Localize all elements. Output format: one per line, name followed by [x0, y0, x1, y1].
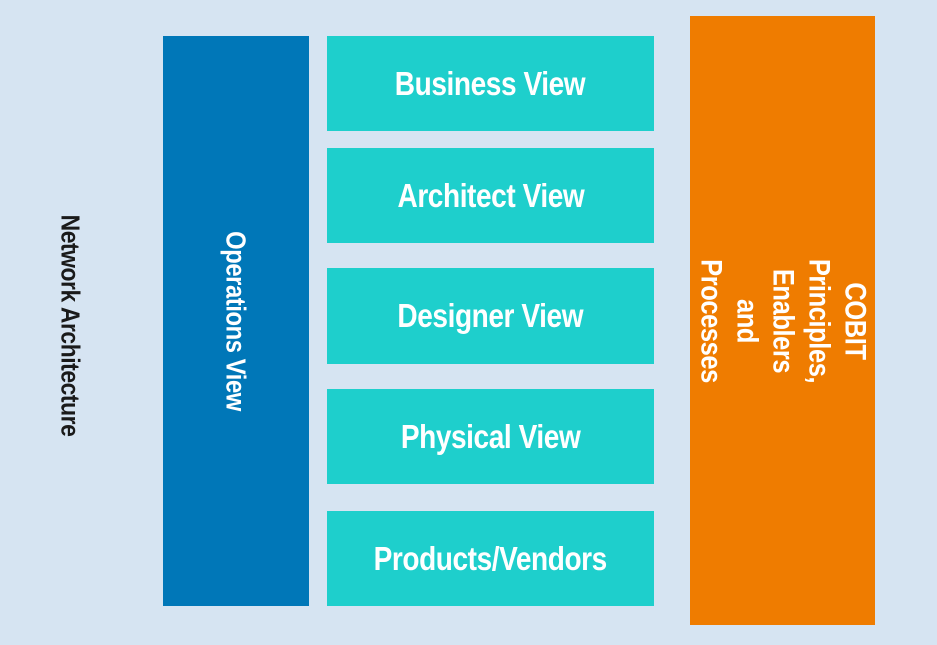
physical-view-block: Physical View — [327, 389, 654, 484]
architect-view-block: Architect View — [327, 148, 654, 243]
cobit-label-line2: and Processes — [694, 258, 764, 383]
products-vendors-label: Products/Vendors — [373, 539, 608, 577]
network-architecture-text: Network Architecture — [55, 214, 86, 436]
cobit-block: COBIT Principles, Enablers and Processes — [690, 16, 875, 625]
products-vendors-block: Products/Vendors — [327, 511, 654, 606]
architect-view-label: Architect View — [397, 176, 584, 214]
operations-view-block: Operations View — [163, 36, 309, 606]
physical-view-label: Physical View — [400, 417, 581, 455]
cobit-label: COBIT Principles, Enablers and Processes — [693, 242, 873, 399]
cobit-label-line1: COBIT Principles, Enablers — [766, 258, 872, 383]
network-architecture-label: Network Architecture — [30, 100, 110, 550]
business-view-label: Business View — [395, 64, 586, 102]
designer-view-label: Designer View — [397, 297, 584, 334]
operations-view-label: Operations View — [221, 231, 253, 411]
business-view-block: Business View — [327, 36, 654, 131]
designer-view-block: Designer View — [327, 268, 654, 364]
